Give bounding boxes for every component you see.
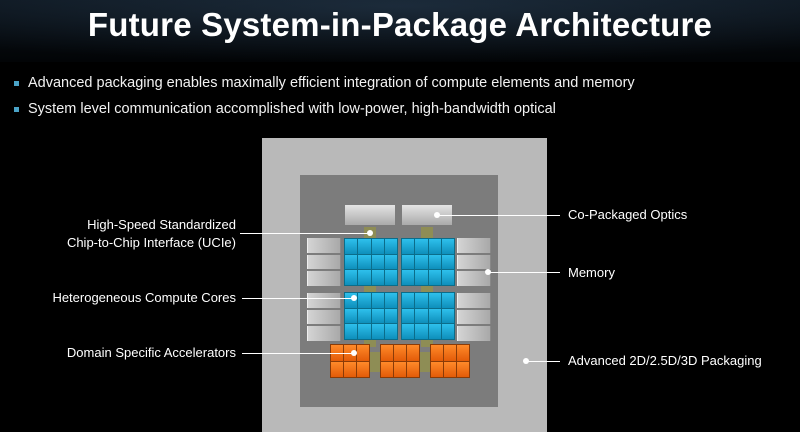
callout-dot-packaging (523, 358, 529, 364)
label-memory: Memory (568, 265, 615, 280)
label-accelerators: Domain Specific Accelerators (66, 345, 236, 360)
callout-dot-accel (351, 350, 357, 356)
accelerator-tile (380, 344, 420, 378)
bullet-item: Advanced packaging enables maximally eff… (12, 70, 792, 96)
label-ucie-line2: Chip-to-Chip Interface (UCIe) (66, 235, 236, 250)
callout-line-optics (437, 215, 560, 216)
callout-dot-cores (351, 295, 357, 301)
compute-core-tile (344, 238, 398, 286)
compute-core-tile (401, 292, 455, 340)
label-ucie-line1: High-Speed Standardized (87, 217, 236, 232)
bullet-item: System level communication accomplished … (12, 96, 792, 122)
memory-stack (457, 293, 491, 342)
callout-dot-ucie (367, 230, 373, 236)
bullet-marker-icon (14, 80, 19, 86)
optical-engine-left (345, 205, 395, 225)
accelerator-tile (430, 344, 470, 378)
optic-link-trace (421, 227, 433, 239)
title-banner (0, 0, 800, 62)
label-packaging: Advanced 2D/2.5D/3D Packaging (568, 353, 762, 368)
callout-dot-memory (485, 269, 491, 275)
slide-title: Future System-in-Package Architecture (87, 6, 713, 43)
bullet-marker-icon (14, 106, 19, 112)
accel-link-trace (364, 337, 376, 347)
accel-bridge-trace (418, 352, 430, 372)
callout-line-packaging (527, 361, 560, 362)
callout-line-cores (242, 298, 354, 299)
callout-dot-optics (434, 212, 440, 218)
label-ucie: High-Speed Standardized Chip-to-Chip Int… (67, 216, 236, 252)
bullet-text: System level communication accomplished … (28, 101, 556, 117)
memory-stack (457, 238, 491, 287)
bullet-text: Advanced packaging enables maximally eff… (28, 75, 635, 91)
label-compute-cores: Heterogeneous Compute Cores (52, 290, 236, 305)
callout-line-memory (488, 272, 560, 273)
memory-stack (307, 238, 341, 287)
accelerator-tile (330, 344, 370, 378)
label-optics: Co-Packaged Optics (568, 207, 688, 222)
accel-link-trace (421, 337, 433, 347)
callout-line-ucie (240, 233, 370, 234)
bullet-list: Advanced packaging enables maximally eff… (12, 70, 792, 122)
compute-core-tile (401, 238, 455, 286)
optical-engine-right (402, 205, 452, 225)
memory-stack (307, 293, 341, 342)
accel-bridge-trace (368, 352, 380, 372)
callout-line-accel (242, 353, 354, 354)
